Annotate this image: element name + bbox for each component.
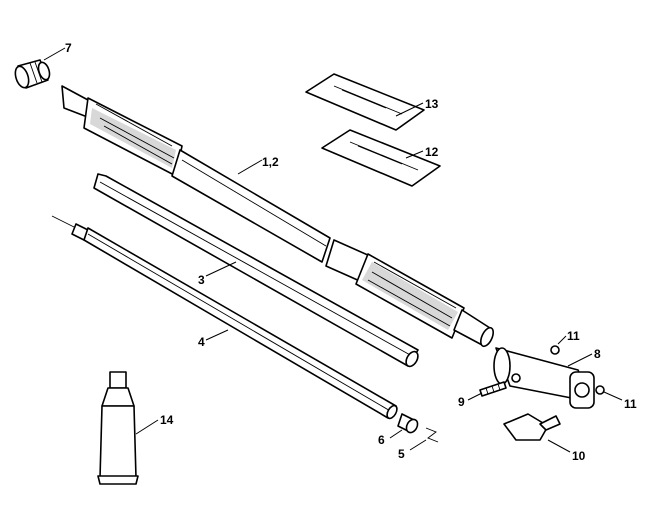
part-drive-shaft <box>93 173 419 368</box>
callout-label-14: 14 <box>160 413 174 427</box>
part-inner-shaft <box>51 215 398 420</box>
callout-label-5: 5 <box>398 447 405 461</box>
part-snap-ring <box>425 427 439 443</box>
callout-label-6: 6 <box>378 433 385 447</box>
part-grease-tube <box>97 371 139 485</box>
leader-lines <box>43 47 623 453</box>
callout-label-12: 12 <box>425 145 439 159</box>
part-drive-tube-lower <box>325 239 494 348</box>
callout-label-11-lower: 11 <box>624 397 637 411</box>
callout-label-3: 3 <box>198 273 205 287</box>
part-clamp <box>493 347 595 409</box>
part-nut-lower <box>595 385 605 395</box>
callout-label-7: 7 <box>65 41 72 55</box>
callout-label-13: 13 <box>425 97 439 111</box>
part-screw <box>479 381 507 397</box>
part-nut-upper <box>550 345 560 355</box>
part-drive-tube-upper <box>61 85 331 263</box>
part-label-upper <box>305 73 425 131</box>
callout-label-9: 9 <box>458 395 465 409</box>
callout-label-4: 4 <box>198 335 205 349</box>
callout-labels: 7 13 12 1,2 3 4 11 8 9 11 14 6 5 10 <box>65 41 637 463</box>
callout-label-10: 10 <box>572 449 586 463</box>
callout-label-8: 8 <box>594 347 601 361</box>
part-label-lower <box>321 129 441 187</box>
part-wing-screw <box>503 413 561 441</box>
callout-label-1-2: 1,2 <box>262 155 279 169</box>
part-bushing <box>397 413 419 434</box>
callout-label-11-upper: 11 <box>567 329 580 343</box>
part-end-cap <box>14 59 51 89</box>
